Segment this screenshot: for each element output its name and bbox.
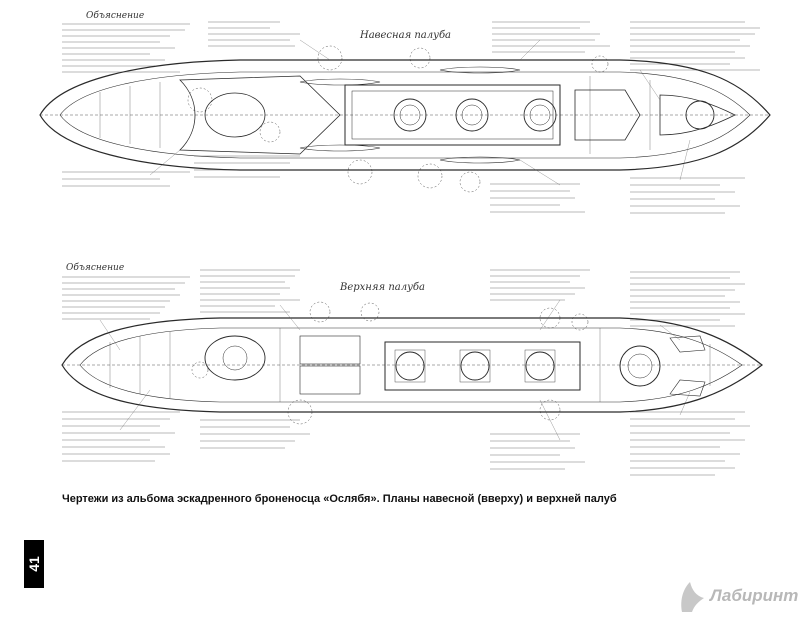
page-number-tab: 41	[24, 540, 44, 588]
upper-deck-plan	[39, 39, 771, 193]
upper-deck-title: Навесная палуба	[359, 30, 451, 41]
upper-legend-text: Объяснение	[62, 10, 760, 214]
deck-plans-drawing: Объяснение	[39, 10, 771, 476]
lower-legend-heading: Объяснение	[66, 262, 124, 273]
watermark: Лабиринт	[676, 576, 800, 616]
figure-caption: Чертежи из альбома эскадренного броненос…	[62, 493, 617, 505]
labirint-logo-icon	[681, 582, 704, 612]
lower-deck-plan	[61, 299, 763, 441]
watermark-text: Лабиринт	[710, 586, 799, 605]
lower-legend-text: Объяснение	[62, 262, 750, 476]
upper-legend-heading: Объяснение	[86, 10, 144, 21]
lower-deck-title: Верхняя палуба	[339, 282, 425, 293]
page-number: 41	[25, 556, 42, 572]
